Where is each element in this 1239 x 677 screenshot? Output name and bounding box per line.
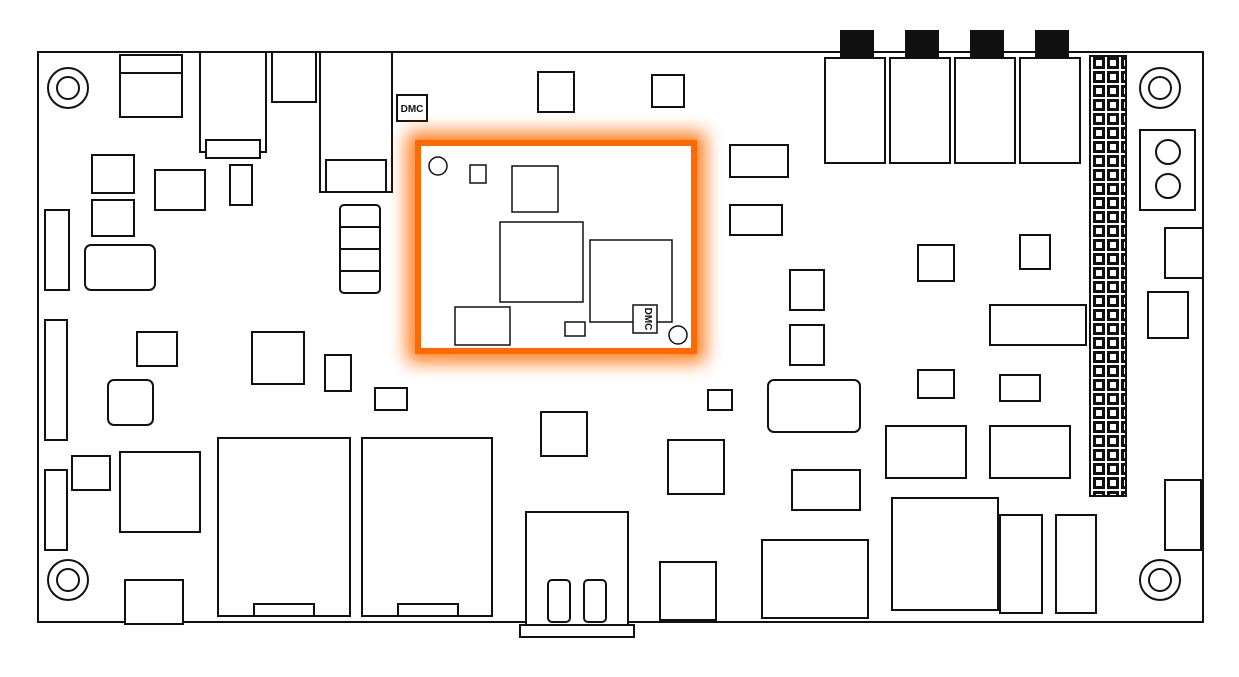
ethernet-jacks xyxy=(217,437,493,617)
micro-usb-bottom xyxy=(124,579,184,625)
dmc-label-box: DMC xyxy=(396,94,428,122)
sd-card-slots xyxy=(761,497,999,619)
mounting-holes xyxy=(47,67,1181,601)
relays xyxy=(824,30,1081,164)
middle-components xyxy=(537,71,1202,614)
micro-usb-right xyxy=(1164,227,1204,279)
module-dmc-label: DMC xyxy=(642,308,653,331)
regulator xyxy=(1147,291,1189,339)
usb-c-port xyxy=(659,561,717,621)
left-components xyxy=(44,154,408,551)
pin-header xyxy=(1089,55,1127,497)
usb-a-port xyxy=(519,511,635,638)
power-connectors xyxy=(119,51,393,193)
highlighted-module: DMC xyxy=(407,132,705,362)
dmc-label: DMC xyxy=(401,104,424,115)
terminal-block xyxy=(1139,129,1196,211)
jumpers-left xyxy=(339,204,381,294)
